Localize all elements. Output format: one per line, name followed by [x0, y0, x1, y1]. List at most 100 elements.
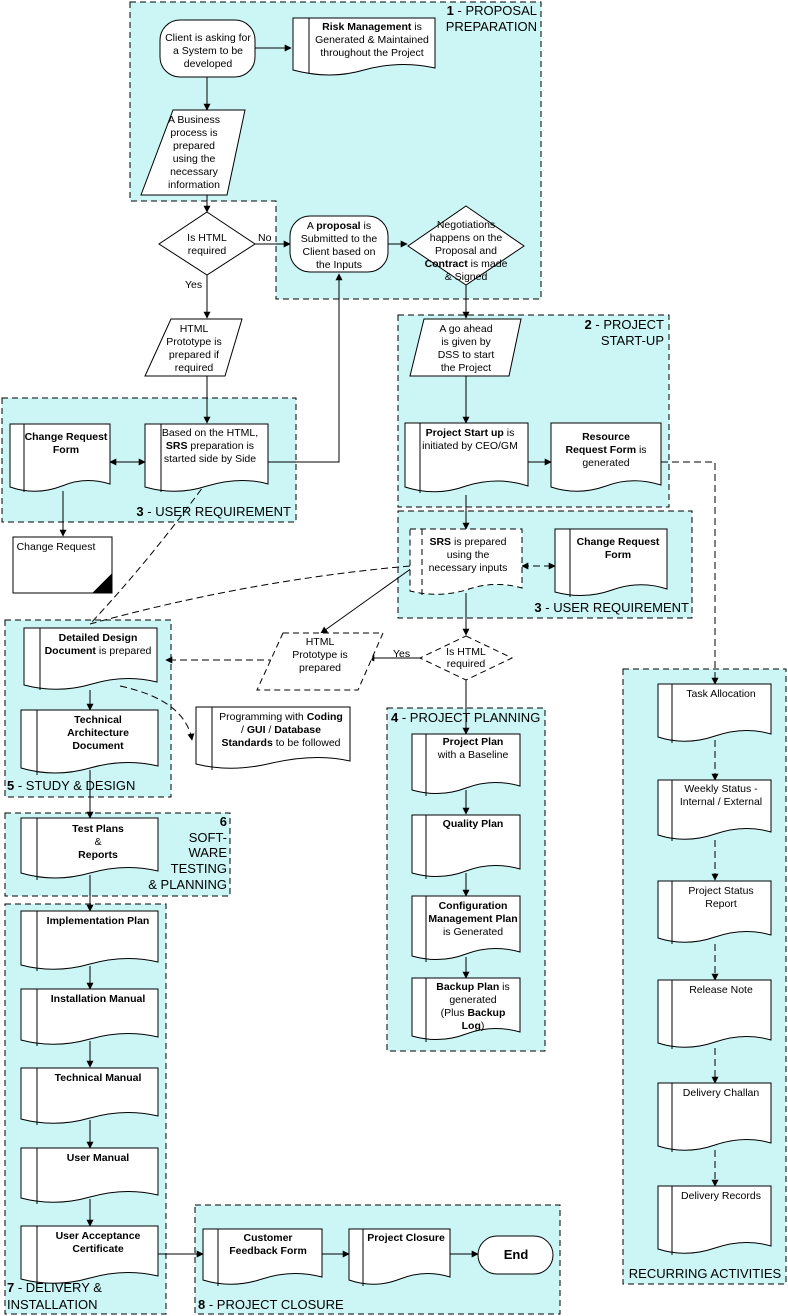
task-l1: Task Allocation [686, 688, 756, 700]
section-label-proposal-2: PREPARATION [446, 19, 537, 34]
techarch-l2: Architecture [67, 727, 129, 739]
neg-l5: & Signed [445, 271, 488, 283]
section-label-delivery-2: INSTALLATION [7, 1297, 98, 1312]
edge-srsprepared-prototype2 [320, 567, 413, 634]
goahead-l4: the Project [441, 362, 491, 374]
section-label-testing-3: TESTING [171, 861, 227, 876]
resource-l2: Request Form is [565, 444, 646, 456]
proto1-l3: prepared if [169, 349, 219, 361]
impl-l1: Implementation Plan [47, 915, 150, 927]
node-project-closure [348, 1228, 451, 1285]
bp-l5: necessary [170, 166, 219, 178]
change-request-corner [91, 572, 113, 594]
risk-l3: throughout the Project [320, 47, 423, 59]
goahead-l3: DSS to start [438, 349, 495, 361]
node-is-html-1 [158, 211, 256, 276]
node-html-prototype-2 [256, 632, 384, 691]
detailed-l1: Detailed Design [59, 632, 138, 644]
client-asking-l3: developed [184, 58, 233, 70]
status-l2: Report [705, 898, 737, 910]
node-programming-standards [195, 706, 351, 769]
config-l3: is Generated [443, 926, 503, 938]
uac-l1: User Acceptance [56, 1230, 141, 1242]
node-risk-management [292, 17, 436, 76]
edge-label-yes-1: Yes [185, 279, 202, 291]
edge-srsprepared-detailed [89, 565, 411, 625]
weekly-l2: Internal / External [680, 796, 762, 808]
section-label-delivery: 7 - DELIVERY & [7, 1280, 102, 1295]
edge-label-no: No [258, 232, 272, 244]
install-l1: Installation Manual [51, 993, 146, 1005]
resource-l3: generated [582, 457, 629, 469]
edge-srs-proposal [268, 273, 343, 463]
node-delivery-records [657, 1185, 772, 1254]
proposal-l2: Submitted to the [301, 233, 378, 245]
srsprepared-l3: necessary inputs [429, 562, 508, 574]
section-label-study: 5 - STUDY & DESIGN [7, 778, 135, 793]
section-label-startup: 2 - PROJECT [585, 317, 665, 332]
resource-l1: Resource [582, 431, 630, 443]
section-label-testing-4: & PLANNING [148, 877, 227, 892]
techarch-l1: Technical [74, 714, 122, 726]
edge-srs-detailed [89, 479, 209, 625]
section-recurring-activities [622, 668, 787, 1285]
node-project-plan [411, 733, 521, 794]
challan-l1: Delivery Challan [683, 1087, 760, 1099]
quality-l1: Quality Plan [443, 818, 504, 830]
bp-l2: process is [170, 127, 217, 139]
records-l1: Delivery Records [681, 1190, 761, 1202]
section-label-planning: 4 - PROJECT PLANNING [391, 710, 540, 725]
node-end [477, 1235, 554, 1275]
prog-l2: / GUI / Database [241, 724, 321, 736]
config-l2: Management Plan [428, 913, 517, 925]
end-text: End [504, 1247, 529, 1262]
crf2-l2: Form [605, 549, 631, 561]
node-change-request [12, 536, 113, 594]
bp-l4: using the [173, 153, 216, 165]
feedback-l1: Customer [243, 1232, 292, 1244]
node-weekly-status [657, 779, 772, 840]
goahead-l1: A go ahead [439, 323, 492, 335]
node-backup-plan [411, 977, 521, 1040]
closure-l1: Project Closure [367, 1232, 445, 1244]
techarch-l3: Document [72, 740, 124, 752]
node-change-request-form-2 [554, 528, 668, 596]
edge-label-yes-2: Yes [393, 648, 410, 660]
ishtml2-l2: required [447, 658, 486, 670]
section-label-proposal: 1 - PROPOSAL [447, 3, 537, 18]
srsprep-l2: SRS preparation is [166, 440, 254, 452]
section-label-user-req-right: 3 - USER REQUIREMENT [534, 600, 689, 615]
detailed-l2: Document is prepared [45, 645, 152, 657]
node-srs-prep [144, 423, 269, 492]
proto2-l2: Prototype is [292, 649, 347, 661]
testplans-l2: & [94, 836, 101, 848]
crf1-l2: Form [53, 444, 79, 456]
node-go-ahead [409, 318, 522, 377]
node-task-allocation [657, 683, 772, 742]
section-label-testing-1: SOFT- [189, 830, 227, 845]
backup-l4: Log) [462, 1020, 485, 1032]
risk-l1: Risk Management is [322, 21, 422, 33]
feedback-l2: Feedback Form [229, 1245, 307, 1257]
section-label-user-req-left: 3 - USER REQUIREMENT [136, 504, 291, 519]
testplans-l1: Test Plans [72, 823, 124, 835]
edge-detailed-programming [119, 685, 195, 741]
srsprep-l3: started side by Side [164, 453, 256, 465]
node-html-prototype-1 [144, 318, 243, 377]
client-asking-l2: a System to be [173, 45, 243, 57]
proposal-l3: Client based on [303, 246, 376, 258]
risk-l2: Generated & Maintained [315, 34, 429, 46]
neg-l1: Negotiations [437, 219, 495, 231]
proto2-l3: prepared [299, 662, 341, 674]
node-resource-request [550, 422, 662, 492]
plan-l2: with a Baseline [437, 749, 509, 761]
neg-l4: Contract is made [425, 258, 508, 270]
backup-l1: Backup Plan is [436, 981, 510, 993]
proposal-l4: the Inputs [316, 259, 362, 271]
prog-l3: Standards to be followed [221, 737, 340, 749]
proposal-l1: A proposal is [307, 220, 371, 232]
node-change-request-form-1 [9, 423, 111, 492]
section-label-testing-2: WARE [188, 845, 227, 860]
node-project-status [657, 880, 772, 943]
